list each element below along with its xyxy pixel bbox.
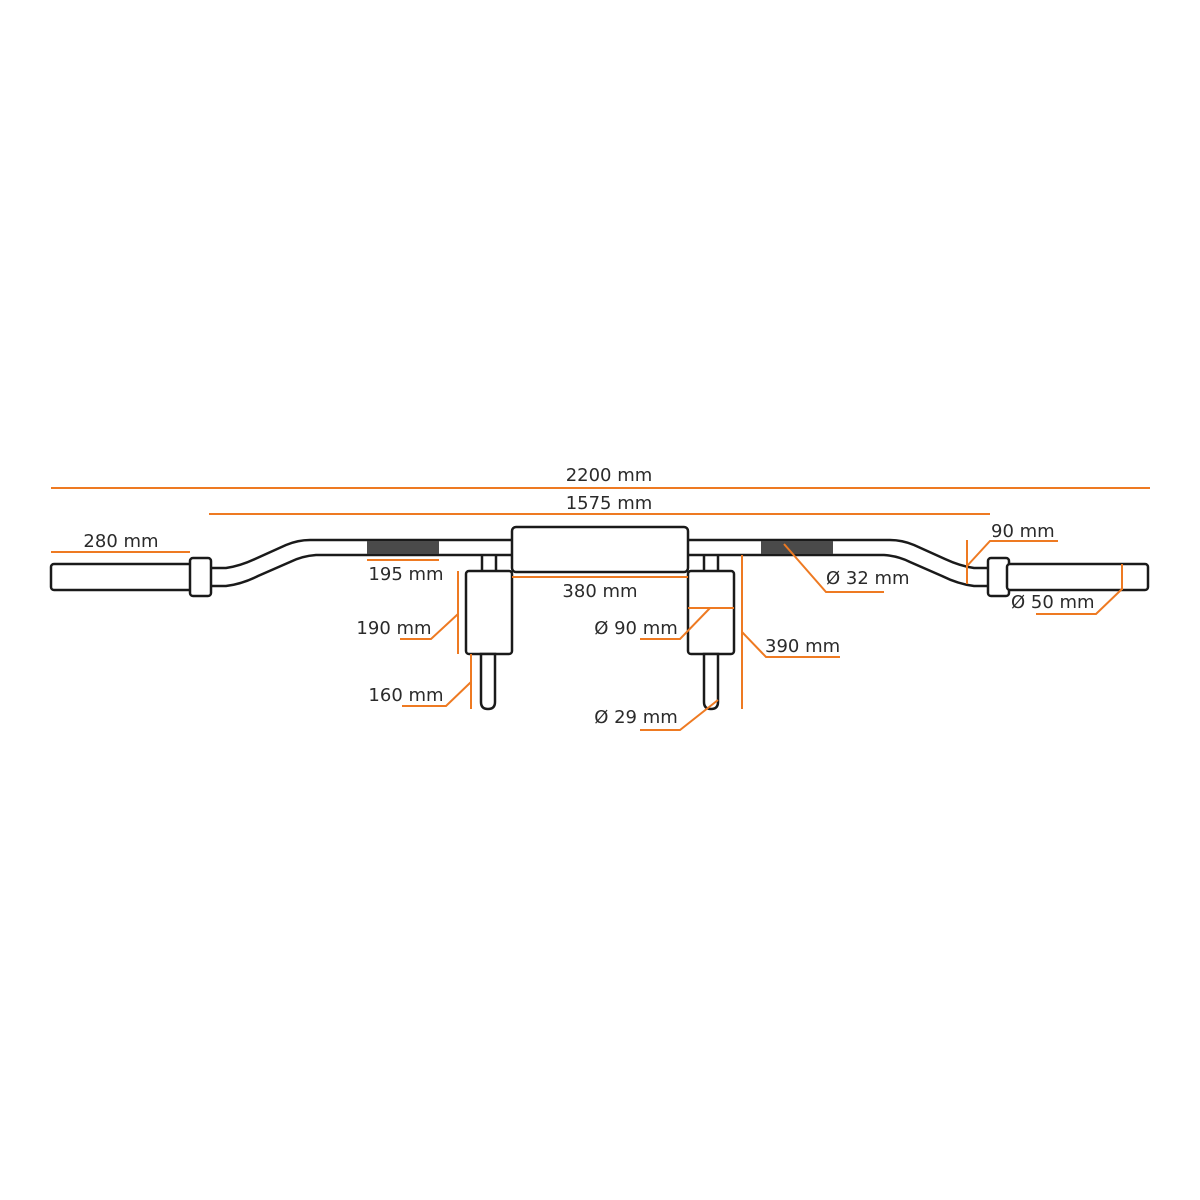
bar-outline xyxy=(49,525,1150,711)
dimension-lines xyxy=(51,487,1150,731)
handle-pad-diameter-leader xyxy=(640,607,711,640)
knurl-length-label: 195 mm xyxy=(368,564,443,585)
sleeve-length-label: 280 mm xyxy=(83,531,158,552)
handle-pad-length-label: 190 mm xyxy=(356,618,431,639)
inner-length-label: 1575 mm xyxy=(566,493,653,514)
right-bent-shaft-lower xyxy=(688,553,988,588)
right-handle-grip xyxy=(702,652,720,711)
handle-grip-length-leader xyxy=(402,681,472,707)
handle-grip-length-label: 160 mm xyxy=(368,685,443,706)
left-handle-pad xyxy=(464,569,514,656)
left-bent-shaft xyxy=(211,538,512,570)
pad-width-label: 380 mm xyxy=(562,581,637,602)
neck-pad xyxy=(510,525,690,574)
left-handle-grip xyxy=(479,652,497,711)
handle-length-leader xyxy=(741,631,840,658)
bend-rise-label: 90 mm xyxy=(991,521,1055,542)
left-collar xyxy=(188,556,213,598)
handle-grip-diameter-leader xyxy=(640,699,719,731)
right-handle-pad xyxy=(686,569,736,656)
left-bent-shaft-lower xyxy=(211,553,512,588)
sleeve-diameter-label: Ø 50 mm xyxy=(1011,592,1095,613)
shaft-diameter-label: Ø 32 mm xyxy=(826,568,910,589)
right-knurling xyxy=(761,541,833,554)
dimension-labels: 2200 mm 1575 mm 280 mm 195 mm 380 mm Ø 3… xyxy=(83,465,1094,728)
handle-length-label: 390 mm xyxy=(765,636,840,657)
left-knurling xyxy=(367,541,439,554)
sleeve-diameter-leader xyxy=(1036,588,1123,615)
handle-grip-diameter-label: Ø 29 mm xyxy=(594,707,678,728)
left-sleeve xyxy=(49,562,194,592)
handle-pad-diameter-label: Ø 90 mm xyxy=(594,618,678,639)
shaft-diameter-leader xyxy=(783,543,884,593)
handle-pad-length-leader xyxy=(400,613,459,640)
bend-rise-leader xyxy=(966,540,1058,567)
right-sleeve xyxy=(1005,562,1150,592)
total-length-label: 2200 mm xyxy=(566,465,653,486)
